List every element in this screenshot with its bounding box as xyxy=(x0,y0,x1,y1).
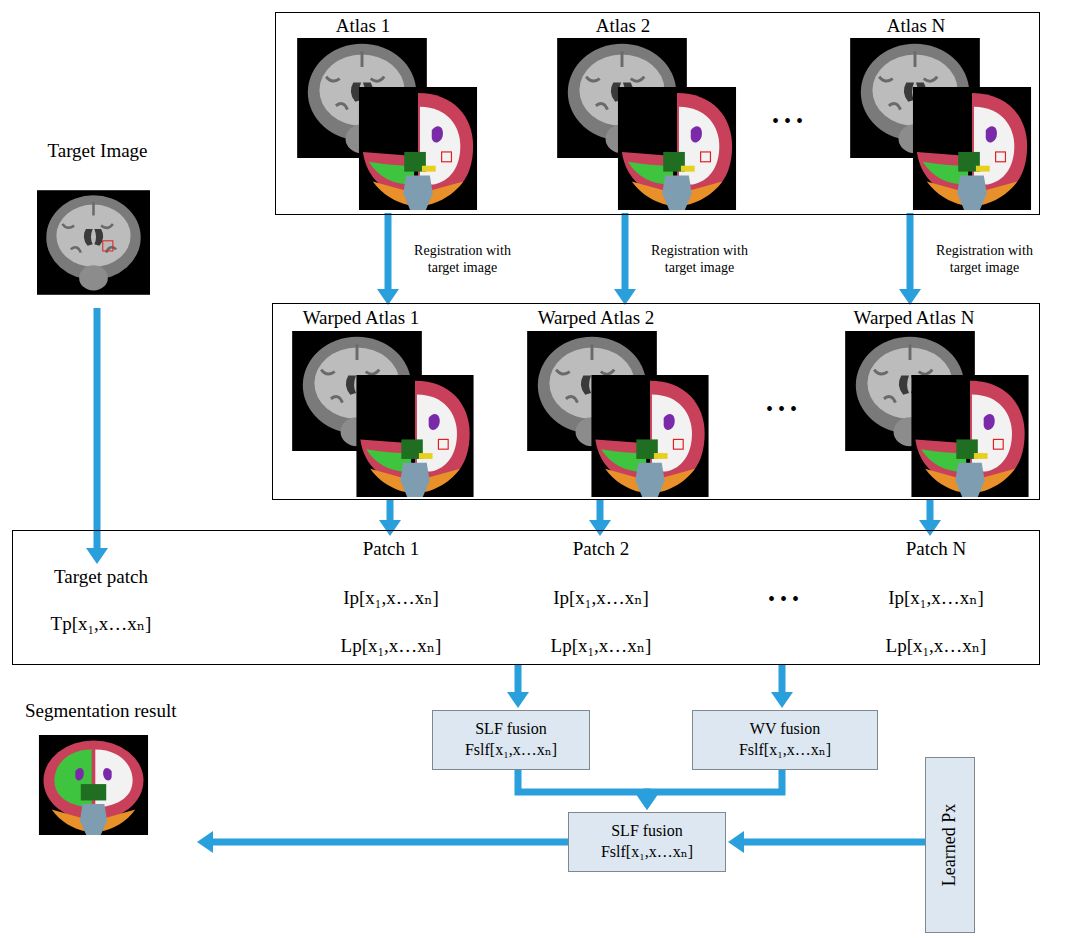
atlas-group: Atlas 1 Atlas 2 Atlas N xyxy=(275,12,1040,215)
segmentation-result-image xyxy=(39,735,148,835)
process-title: WV fusion xyxy=(750,719,820,740)
process-box: SLF fusionFslf[x₁,x…xₙ] xyxy=(568,812,726,872)
flow-arrow xyxy=(507,665,529,708)
edge-label: Registration with target image xyxy=(922,242,1047,277)
patch-node: Patch 1 Ip[x₁,x…xₙ] Lp[x₁,x…xₙ] xyxy=(326,538,456,658)
arrow-head xyxy=(636,794,658,810)
arrow-shaft xyxy=(907,213,914,291)
flow-arrow xyxy=(197,831,568,853)
patch-vector: Lp[x₁,x…xₙ] xyxy=(341,635,442,658)
warped-atlas-node: Warped Atlas 2 xyxy=(521,307,716,499)
arrow-shaft xyxy=(647,770,782,796)
flow-arrow xyxy=(377,213,399,305)
patch-vector: Ip[x₁,x…xₙ] xyxy=(553,587,649,610)
node-label: Segmentation result xyxy=(25,700,176,723)
node-label: Warped Atlas N xyxy=(854,307,975,330)
atlas-label-map xyxy=(618,87,736,210)
node-label: Atlas 2 xyxy=(596,15,650,38)
arrow-shaft xyxy=(515,665,522,694)
process-title: SLF fusion xyxy=(475,719,547,740)
process-box: WV fusionFslf[x₁,x…xₙ] xyxy=(692,710,878,770)
node-label: Atlas 1 xyxy=(336,15,390,38)
image-node: Segmentation result xyxy=(25,700,195,850)
ellipsis-mark: • • • xyxy=(766,398,797,421)
arrow-shaft xyxy=(94,308,101,550)
warped-atlas-node: Warped Atlas 1 xyxy=(286,307,481,499)
arrow-head xyxy=(507,692,529,708)
formula-text: Fslf[x₁,x…xₙ] xyxy=(465,740,557,761)
warped-label-map xyxy=(591,375,708,497)
arrow-head xyxy=(636,794,658,810)
atlas-node: Atlas 1 xyxy=(291,15,483,213)
arrow-head xyxy=(197,831,213,853)
arrow-shaft xyxy=(387,499,394,522)
patch-title: Target patch xyxy=(54,566,148,589)
arrow-shaft xyxy=(779,665,786,694)
patch-vector: Ip[x₁,x…xₙ] xyxy=(888,587,984,610)
arrow-shaft xyxy=(622,213,629,291)
image-node: Target Image xyxy=(25,140,170,308)
arrow-shaft xyxy=(742,839,925,846)
arrow-head xyxy=(379,520,401,536)
warped-label-map xyxy=(911,375,1028,497)
process-title: SLF fusion xyxy=(611,821,683,842)
arrow-shaft xyxy=(385,213,392,291)
flow-arrow xyxy=(518,770,658,810)
flow-arrow xyxy=(86,308,108,564)
node-label: Warped Atlas 2 xyxy=(538,307,655,330)
warped-atlas-group: Warped Atlas 1 Warped Atlas 2 Warped Atlas… xyxy=(272,303,1040,500)
formula-text: Fslf[x₁,x…xₙ] xyxy=(601,842,693,863)
node-label: Target Image xyxy=(47,140,147,163)
arrow-head xyxy=(728,831,744,853)
patch-node: Patch N Ip[x₁,x…xₙ] Lp[x₁,x…xₙ] xyxy=(871,538,1001,658)
flow-arrow xyxy=(636,770,782,810)
arrow-shaft xyxy=(597,499,604,522)
patch-vector: Lp[x₁,x…xₙ] xyxy=(886,635,987,658)
patch-title: Patch N xyxy=(906,538,967,561)
atlas-label-map xyxy=(913,87,1031,210)
process-box: SLF fusionFslf[x₁,x…xₙ] xyxy=(432,710,590,770)
arrow-head xyxy=(919,520,941,536)
atlas-node: Atlas 2 xyxy=(551,15,743,213)
patch-title: Patch 2 xyxy=(573,538,629,561)
patch-vector: Lp[x₁,x…xₙ] xyxy=(551,635,652,658)
patch-group: Target patchTp[x₁,x…xₙ] Patch 1 Ip[x₁,x…xₙ… xyxy=(12,530,1040,665)
flow-arrow xyxy=(899,213,921,305)
arrow-shaft xyxy=(518,770,647,796)
edge-label: Registration with target image xyxy=(400,242,525,277)
node-label: Learned Px xyxy=(939,804,961,886)
flow-arrow xyxy=(771,665,793,708)
patch-node: Patch 2 Ip[x₁,x…xₙ] Lp[x₁,x…xₙ] xyxy=(536,538,666,658)
warped-atlas-node: Warped Atlas N xyxy=(839,307,1034,499)
edge-label: Registration with target image xyxy=(637,242,762,277)
atlas-label-map xyxy=(359,87,477,210)
flow-arrow xyxy=(614,213,636,305)
arrow-shaft xyxy=(211,839,568,846)
formula-text: Fslf[x₁,x…xₙ] xyxy=(739,740,831,761)
ellipsis-mark: • • • xyxy=(772,110,803,133)
arrow-head xyxy=(589,520,611,536)
ellipsis-mark: • • • xyxy=(768,588,799,611)
warped-label-map xyxy=(356,375,473,497)
arrow-head xyxy=(771,692,793,708)
arrow-shaft xyxy=(927,499,934,522)
patch-vector: Ip[x₁,x…xₙ] xyxy=(343,587,439,610)
flow-arrow xyxy=(728,831,925,853)
arrow-head xyxy=(86,548,108,564)
node-label: Atlas N xyxy=(887,15,946,38)
input-box: Learned Px xyxy=(925,757,975,933)
patch-vector: Tp[x₁,x…xₙ] xyxy=(51,613,152,636)
patch-node: Target patchTp[x₁,x…xₙ] xyxy=(26,566,176,636)
node-label: Warped Atlas 1 xyxy=(303,307,420,330)
atlas-node: Atlas N xyxy=(844,15,1036,213)
patch-title: Patch 1 xyxy=(363,538,419,561)
target-mri-image xyxy=(37,190,150,295)
